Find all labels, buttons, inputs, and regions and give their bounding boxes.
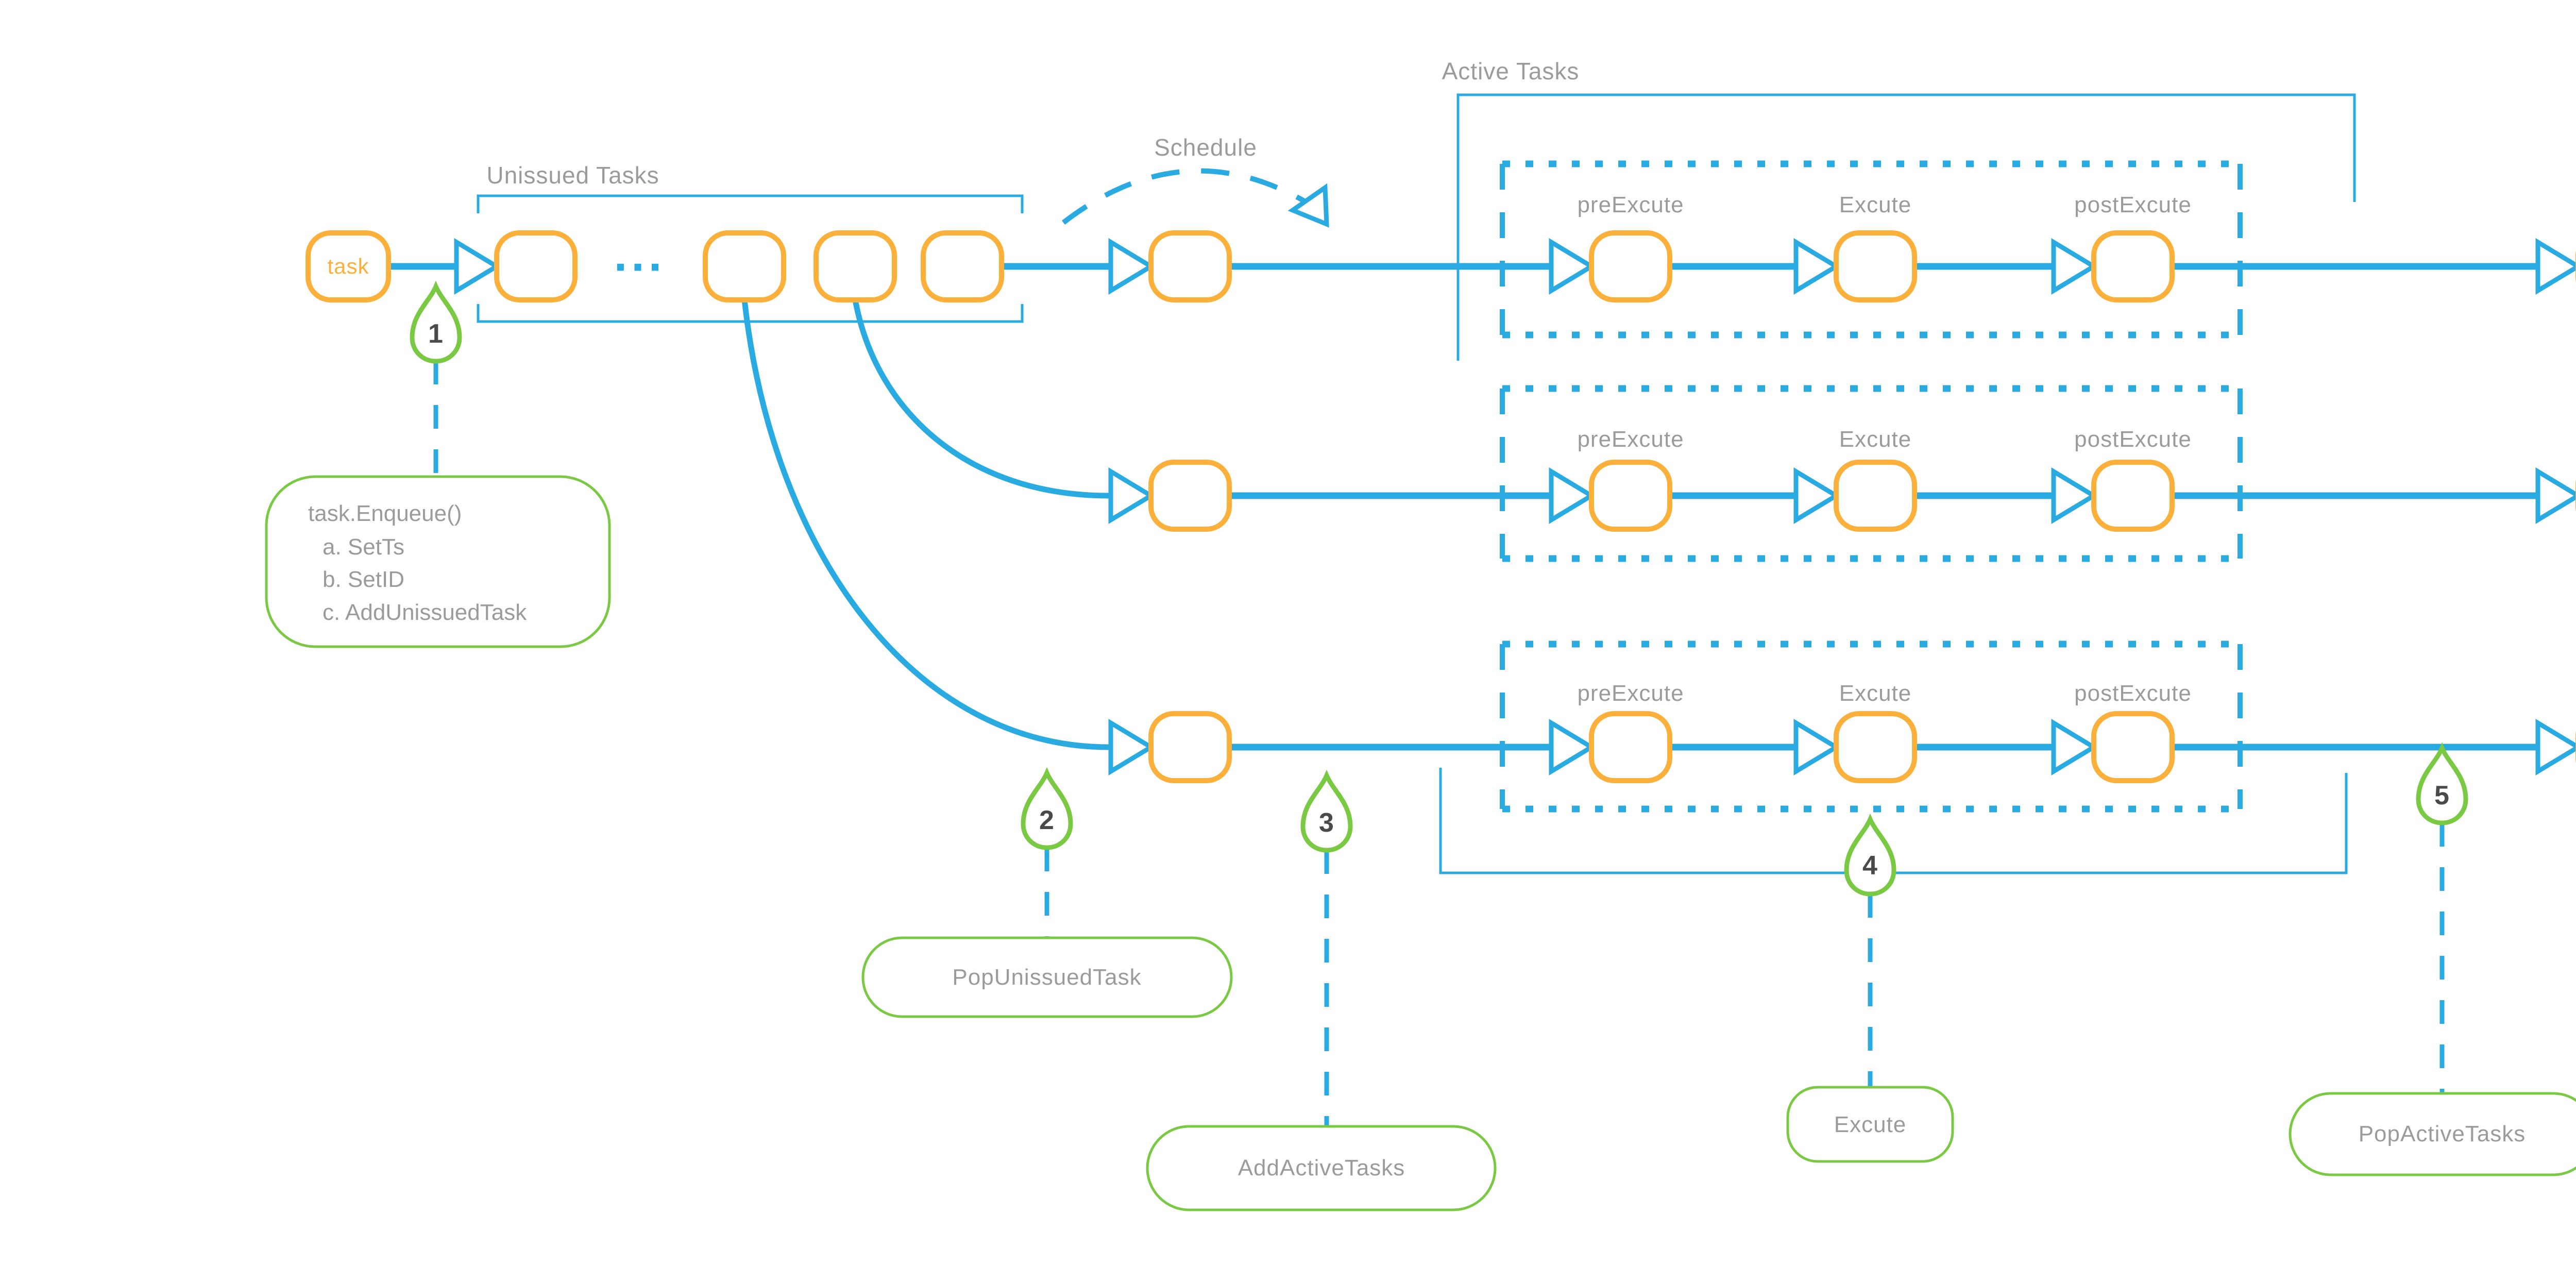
curve-to-row2 bbox=[852, 299, 1109, 499]
enqueue-line-3: c. AddUnissuedTask bbox=[323, 600, 527, 625]
marker-4-number: 4 bbox=[1862, 851, 1878, 881]
queue-node-3 bbox=[814, 230, 897, 302]
excute-label-row3: Excute bbox=[1839, 681, 1912, 706]
unissued-tasks-bracket-bottom bbox=[477, 304, 1024, 323]
marker-5-number: 5 bbox=[2434, 781, 2450, 811]
preexcute-node-row1 bbox=[1589, 230, 1672, 302]
callout-markers bbox=[410, 280, 2468, 897]
postexcute-label-row3: postExcute bbox=[2074, 681, 2192, 706]
preexcute-label-row1: preExcute bbox=[1577, 192, 1684, 217]
marker-1-teardrop-icon bbox=[410, 280, 462, 364]
excute-node-row2 bbox=[1834, 460, 1917, 532]
preexcute-node-row2 bbox=[1589, 460, 1672, 532]
marker-3-teardrop-icon bbox=[1300, 769, 1353, 853]
active-tasks-label: Active Tasks bbox=[1442, 58, 1580, 85]
callout-box-excute bbox=[1786, 1086, 1954, 1163]
callout-box-popactivetasks bbox=[2289, 1092, 2576, 1176]
callout-box-enqueue bbox=[265, 475, 611, 648]
enqueue-line-2: b. SetID bbox=[323, 567, 404, 592]
marker-2-teardrop-icon bbox=[1021, 767, 1073, 850]
postexcute-label-row1: postExcute bbox=[2074, 192, 2192, 217]
excute-label-row1: Excute bbox=[1839, 192, 1912, 217]
marker-3-number: 3 bbox=[1319, 808, 1334, 838]
active-tasks-bracket-top bbox=[1456, 93, 2356, 361]
schedule-label: Schedule bbox=[1154, 134, 1257, 161]
preexcute-label-row2: preExcute bbox=[1577, 427, 1684, 452]
preexcute-node-row3 bbox=[1589, 711, 1672, 783]
task-nodes bbox=[306, 230, 2576, 783]
postexcute-label-row2: postExcute bbox=[2074, 427, 2192, 452]
callout-box-addactivetasks bbox=[1146, 1125, 1497, 1211]
task-node bbox=[306, 230, 391, 302]
scheduled-node-row2 bbox=[1148, 460, 1232, 532]
queue-node-2 bbox=[703, 230, 786, 302]
postexcute-node-row1 bbox=[2091, 230, 2175, 302]
marker-1-number: 1 bbox=[428, 319, 444, 349]
callout-boxes bbox=[265, 475, 2576, 1211]
queue-node-4 bbox=[921, 230, 1004, 302]
excute-node-row1 bbox=[1834, 230, 1917, 302]
queue-node-1 bbox=[494, 230, 578, 302]
curve-to-row3 bbox=[741, 299, 1109, 750]
excute-callout-label: Excute bbox=[1834, 1112, 1907, 1137]
unissued-tasks-label: Unissued Tasks bbox=[486, 162, 659, 189]
queue-ellipsis: ... bbox=[614, 228, 666, 281]
addactivetasks-label: AddActiveTasks bbox=[1238, 1155, 1405, 1180]
marker-2-number: 2 bbox=[1039, 805, 1055, 835]
schedule-curves bbox=[741, 299, 1109, 750]
scheduled-node-row3 bbox=[1148, 711, 1232, 783]
postexcute-node-row2 bbox=[2091, 460, 2175, 532]
pipeline-dotted-boxes bbox=[1500, 160, 2243, 813]
callout-box-popunissuedtask bbox=[861, 936, 1233, 1018]
excute-node-row3 bbox=[1834, 711, 1917, 783]
excute-label-row2: Excute bbox=[1839, 427, 1912, 452]
unissued-tasks-bracket-top bbox=[477, 194, 1024, 213]
arrow-heads bbox=[454, 238, 2576, 775]
scheduled-node-row1 bbox=[1148, 230, 1232, 302]
flow-arrows bbox=[388, 263, 2539, 751]
preexcute-label-row3: preExcute bbox=[1577, 681, 1684, 706]
marker-5-teardrop-icon bbox=[2416, 742, 2468, 825]
postexcute-node-row3 bbox=[2091, 711, 2175, 783]
enqueue-line-1: a. SetTs bbox=[323, 534, 404, 560]
schedule-arc-arrow bbox=[1061, 168, 1329, 228]
popactivetasks-label: PopActiveTasks bbox=[2358, 1121, 2526, 1146]
popunissuedtask-label: PopUnissuedTask bbox=[952, 965, 1142, 990]
marker-4-teardrop-icon bbox=[1844, 813, 1896, 897]
enqueue-line-0: task.Enqueue() bbox=[308, 501, 462, 526]
task-node-label: task bbox=[327, 254, 369, 278]
